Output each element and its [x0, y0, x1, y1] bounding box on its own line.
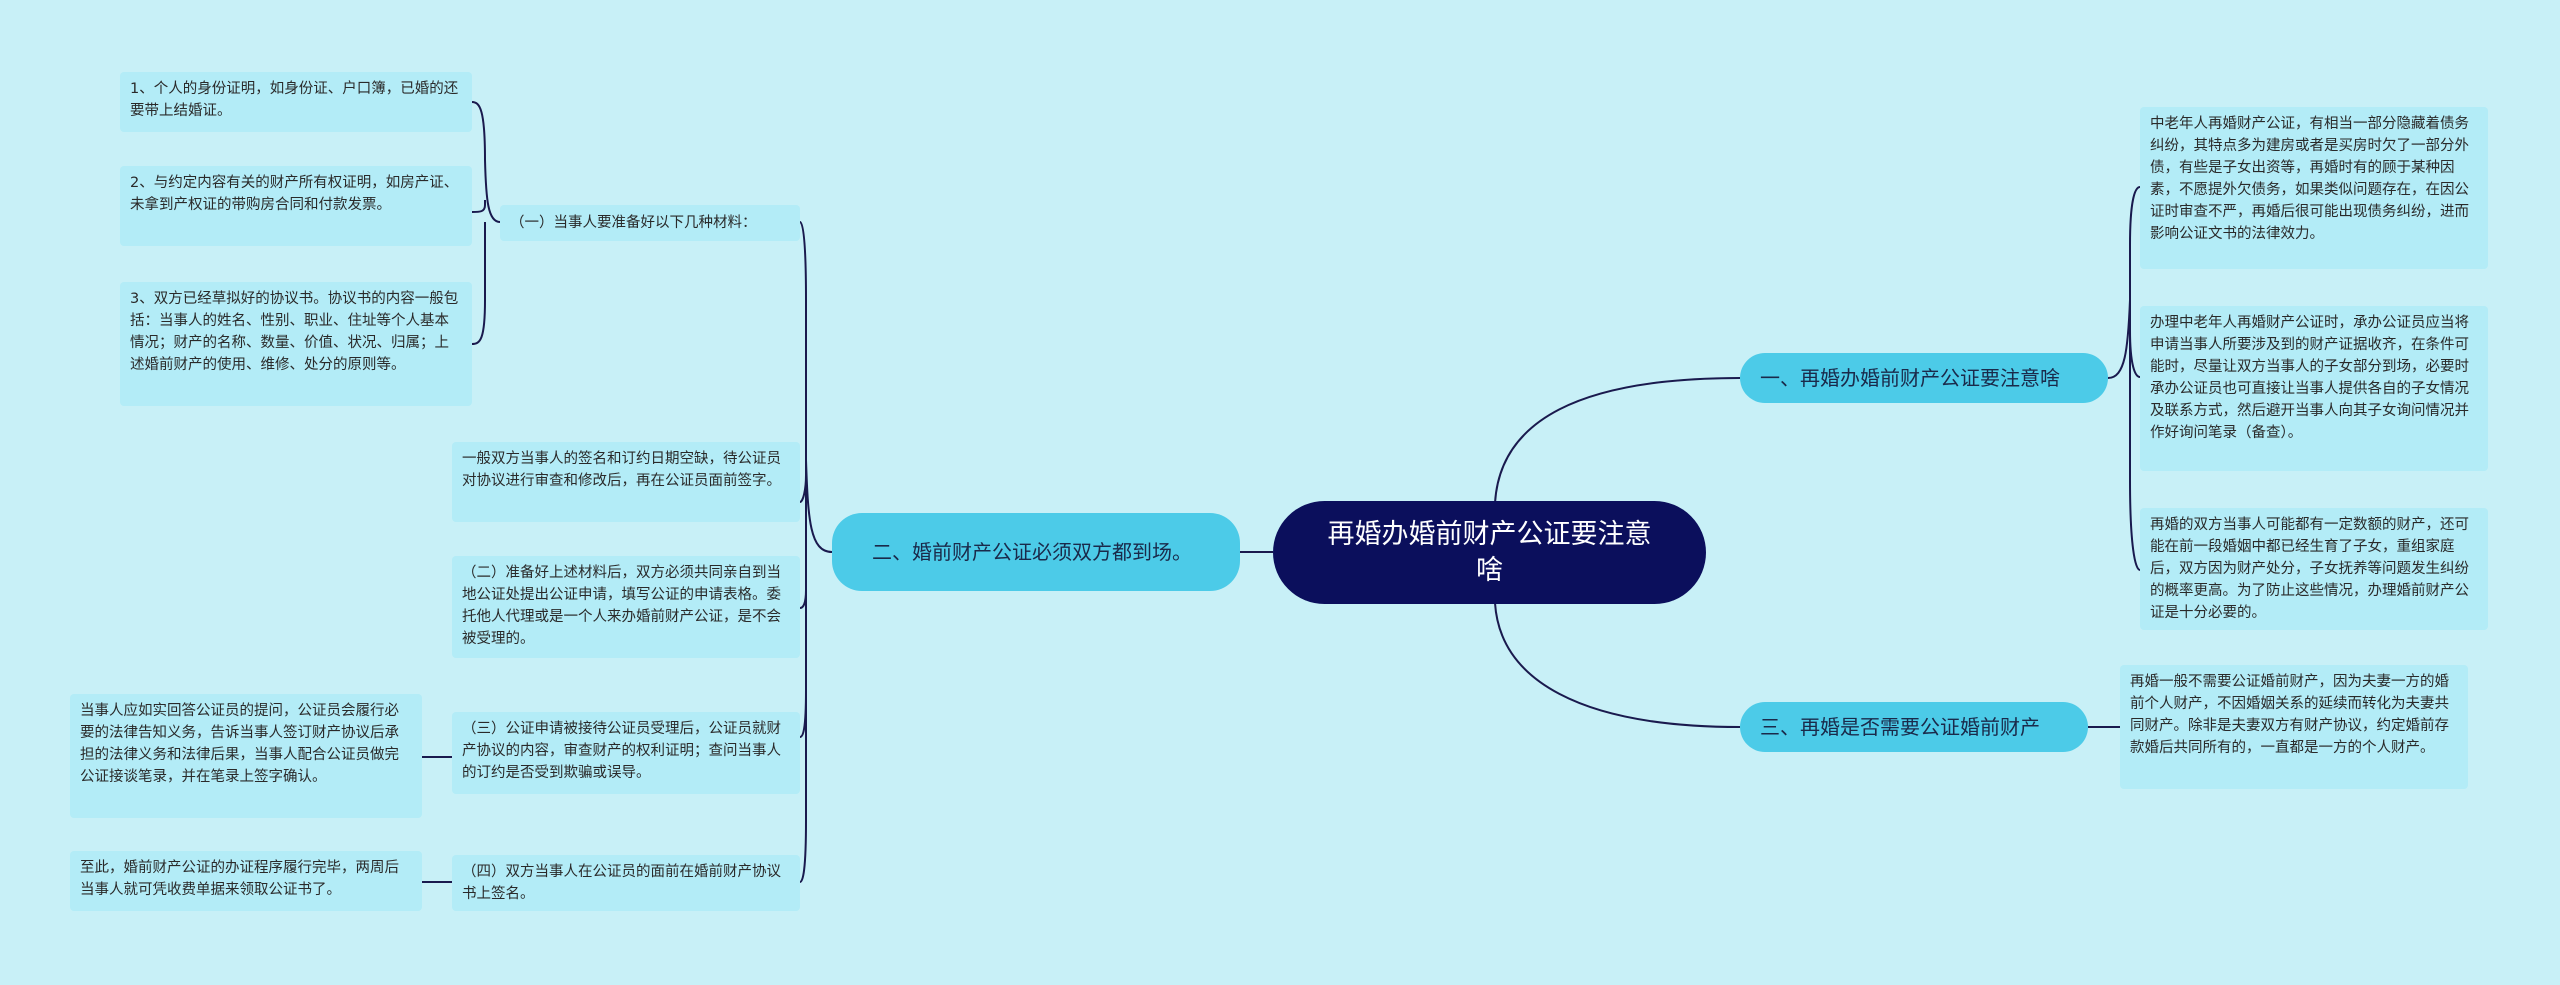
sub-3[interactable]: （二）准备好上述材料后，双方必须共同亲自到当地公证处提出公证申请，填写公证的申请… — [452, 556, 800, 658]
sub-1[interactable]: （一）当事人要准备好以下几种材料： — [500, 205, 800, 241]
branch-1-leaf-2[interactable]: 办理中老年人再婚财产公证时，承办公证员应当将申请当事人所要涉及到的财产证据收齐，… — [2140, 306, 2488, 471]
link-root-branch1 — [1494, 377, 1741, 504]
link-root-branch3 — [1494, 602, 1741, 728]
link-branch1-leaves — [2107, 186, 2141, 571]
sub-5-leaf-1[interactable]: 至此，婚前财产公证的办证程序履行完毕，两周后当事人就可凭收费单据来领取公证书了。 — [70, 851, 422, 911]
branch-1-leaf-1[interactable]: 中老年人再婚财产公证，有相当一部分隐藏着债务纠纷，其特点多为建房或者是买房时欠了… — [2140, 107, 2488, 269]
sub-1-leaf-1[interactable]: 1、个人的身份证明，如身份证、户口簿，已婚的还要带上结婚证。 — [120, 72, 472, 132]
branch-3-label: 三、再婚是否需要公证婚前财产 — [1760, 715, 2040, 739]
sub-4[interactable]: （三）公证申请被接待公证员受理后，公证员就财产协议的内容，审查财产的权利证明；查… — [452, 712, 800, 794]
sub-2[interactable]: 一般双方当事人的签名和订约日期空缺，待公证员对协议进行审查和修改后，再在公证员面… — [452, 442, 800, 522]
sub-4-leaf-1[interactable]: 当事人应如实回答公证员的提问，公证员会履行必要的法律告知义务，告诉当事人签订财产… — [70, 694, 422, 818]
branch-2[interactable]: 二、婚前财产公证必须双方都到场。 — [832, 513, 1240, 591]
root-topic[interactable]: 再婚办婚前财产公证要注意啥 — [1273, 501, 1706, 604]
link-sub1-leaves — [471, 101, 501, 345]
root-topic-label: 再婚办婚前财产公证要注意啥 — [1327, 518, 1652, 586]
sub-1-leaf-3[interactable]: 3、双方已经草拟好的协议书。协议书的内容一般包括：当事人的姓名、性别、职业、住址… — [120, 282, 472, 406]
sub-1-leaf-2[interactable]: 2、与约定内容有关的财产所有权证明，如房产证、未拿到产权证的带购房合同和付款发票… — [120, 166, 472, 246]
branch-1-leaf-3[interactable]: 再婚的双方当事人可能都有一定数额的财产，还可能在前一段婚姻中都已经生育了子女，重… — [2140, 508, 2488, 630]
branch-1[interactable]: 一、再婚办婚前财产公证要注意啥 — [1740, 353, 2108, 403]
sub-5[interactable]: （四）双方当事人在公证员的面前在婚前财产协议书上签名。 — [452, 855, 800, 911]
link-branch2-subs — [799, 221, 833, 883]
branch-3[interactable]: 三、再婚是否需要公证婚前财产 — [1740, 702, 2088, 752]
branch-2-label: 二、婚前财产公证必须双方都到场。 — [872, 540, 1192, 564]
branch-3-leaf-1[interactable]: 再婚一般不需要公证婚前财产，因为夫妻一方的婚前个人财产，不因婚姻关系的延续而转化… — [2120, 665, 2468, 789]
branch-1-label: 一、再婚办婚前财产公证要注意啥 — [1760, 366, 2060, 390]
